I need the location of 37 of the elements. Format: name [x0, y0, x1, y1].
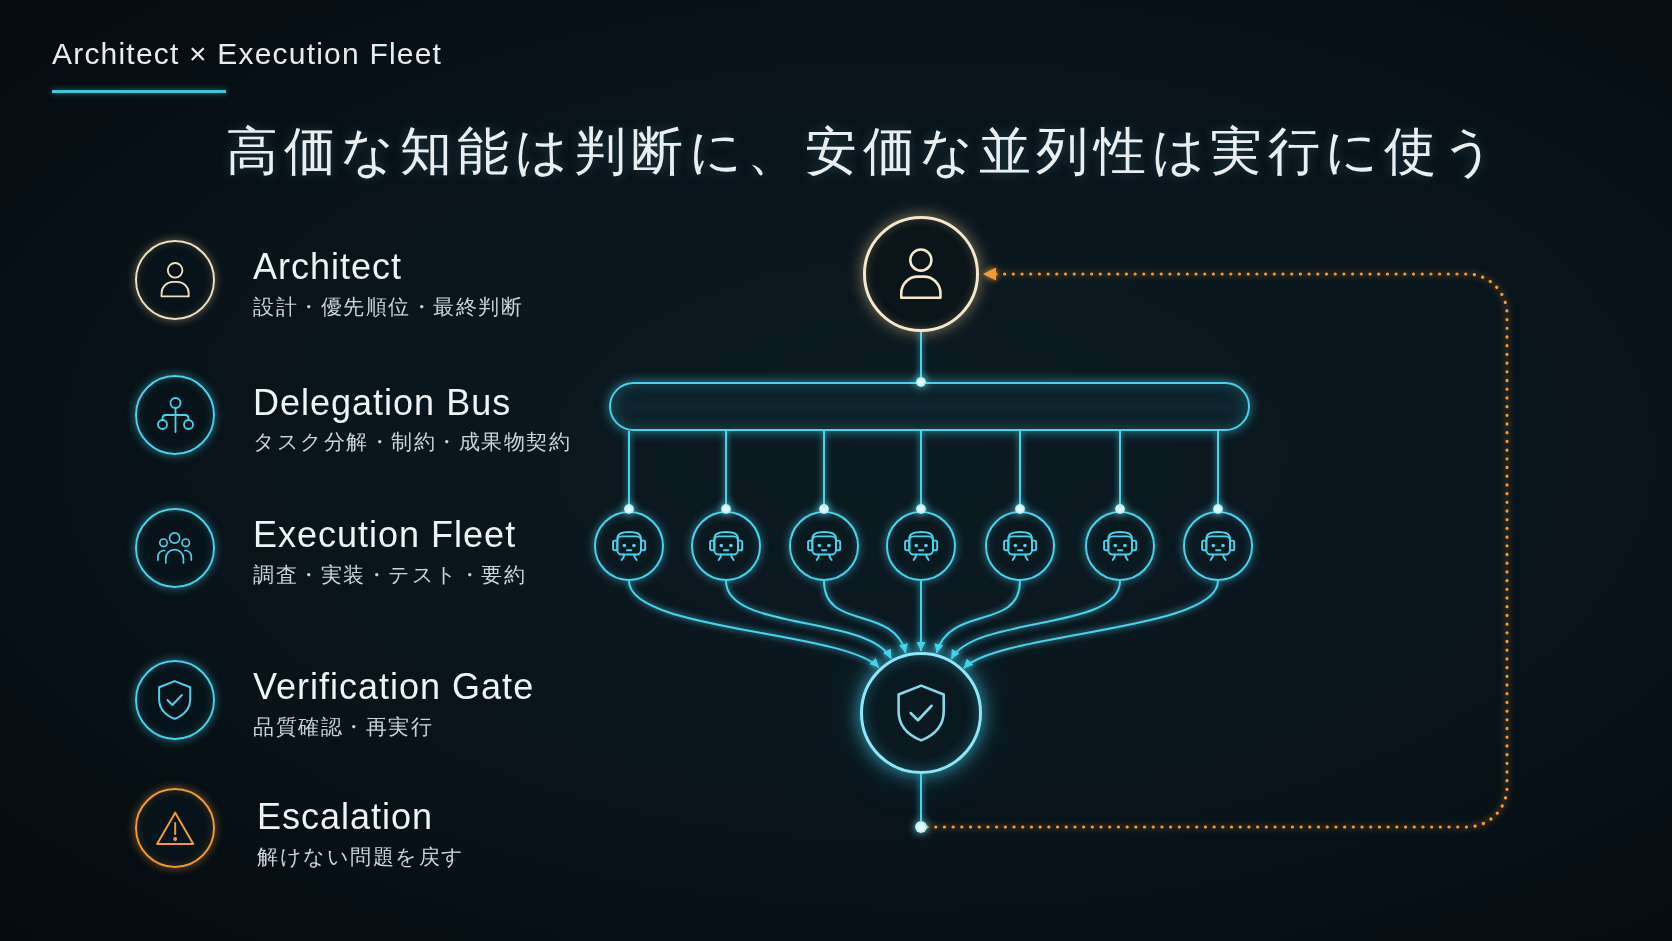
connector-line [920, 773, 922, 822]
icon-circle [594, 511, 664, 581]
bus-bar [609, 382, 1250, 431]
header-text: Architect × Execution Fleet [52, 39, 443, 69]
icon-circle [135, 788, 215, 868]
dotted-arrow [925, 267, 1509, 829]
arrow [935, 580, 1021, 654]
icon-circle [886, 511, 956, 581]
item-title: Architect [253, 249, 403, 285]
item-description: 設計・優先順位・最終判断 [253, 296, 523, 317]
item-description: 品質確認・再実行 [253, 716, 433, 737]
item-description: タスク分解・制約・成果物契約 [253, 431, 571, 452]
arrow [962, 580, 1219, 670]
icon-circle [135, 375, 215, 455]
arrow [916, 580, 926, 652]
item-title: Delegation Bus [253, 385, 512, 421]
junction-dot [915, 821, 927, 833]
icon-circle [860, 652, 982, 774]
item-description: 調査・実装・テスト・要約 [253, 564, 526, 585]
item-description: 解けない問題を戻す [257, 846, 465, 867]
title: 高価な知能は判断に、安価な並列性は実行に使う [226, 125, 1501, 177]
icon-circle [691, 511, 761, 581]
icon-circle [789, 511, 859, 581]
arrow [823, 580, 907, 654]
item-title: Verification Gate [253, 669, 535, 705]
icon-circle [135, 508, 215, 588]
icon-circle [863, 216, 979, 332]
item-title: Execution Fleet [253, 517, 517, 553]
icon-circle [1085, 511, 1155, 581]
arrow [950, 580, 1121, 660]
arrow [725, 580, 893, 660]
icon-circle [1183, 511, 1253, 581]
item-title: Escalation [257, 799, 434, 835]
icon-circle [135, 240, 215, 320]
arrow [628, 580, 880, 669]
icon-circle [135, 660, 215, 740]
icon-circle [985, 511, 1055, 581]
